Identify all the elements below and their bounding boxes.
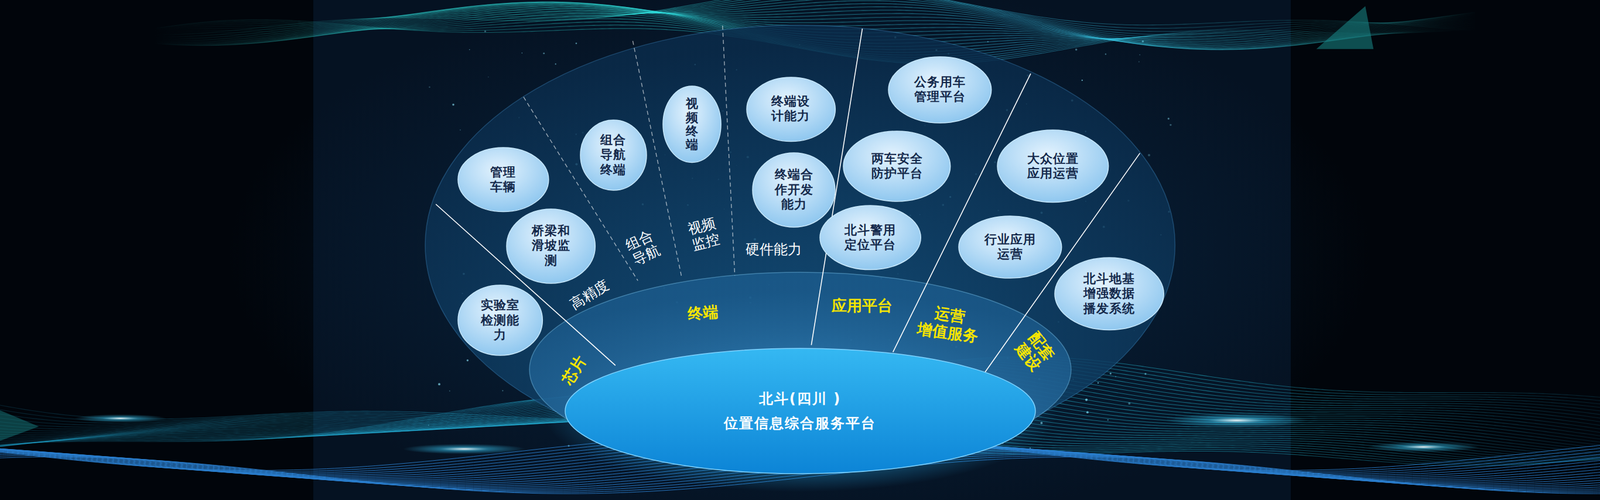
star-dot	[1105, 53, 1107, 55]
label-anchor: 视频 监控	[689, 218, 719, 251]
star-dot	[449, 390, 451, 392]
star-dot	[1075, 48, 1078, 51]
label-anchor: 芯片	[559, 361, 590, 380]
star-dot	[428, 86, 431, 89]
star-dot	[501, 390, 504, 392]
light-flare	[74, 414, 167, 423]
bubble-text: 实验室 检测能 力	[480, 298, 520, 343]
shape-ellipse	[819, 205, 921, 270]
bubble-text: 北斗地基 增强数据 播发系统	[1083, 271, 1135, 317]
dashed-divider	[722, 25, 735, 276]
star-dot	[1167, 117, 1170, 120]
shape-ellipse	[888, 56, 992, 123]
star-dot	[542, 52, 545, 55]
shape-ellipse	[746, 77, 836, 142]
bubble-text: 大众位置 应用运营	[1027, 151, 1079, 181]
star-dot	[1107, 419, 1109, 421]
bubble-text: 行业应用 运营	[984, 232, 1037, 262]
shape-ellipse	[506, 209, 596, 284]
item-bubble: 管理 车辆	[457, 146, 550, 213]
light-flare	[402, 443, 526, 454]
platform-title: 位置信息综合服务平台	[723, 411, 877, 436]
bubble-text: 终端设 计能力	[771, 94, 810, 124]
bubble-text: 视频终端	[685, 97, 699, 152]
shape-ellipse	[752, 152, 836, 228]
star-dot	[555, 63, 557, 65]
shape-ellipse	[457, 147, 549, 213]
star-dot	[469, 49, 471, 51]
shape-outline	[564, 347, 1037, 475]
platform-title: 北斗(四川 )	[759, 386, 841, 412]
sector-divider	[435, 204, 616, 366]
shape-ellipse	[662, 86, 721, 163]
star-dot	[487, 76, 490, 78]
sector-label: 硬件能力	[745, 241, 802, 259]
corner-wedge	[0, 410, 39, 441]
light-flare	[1165, 413, 1309, 428]
label-anchor: 终端	[687, 304, 719, 323]
bubble-text: 组合 导航 终端	[600, 132, 627, 178]
item-bubble: 桥梁和 滑坡监 测	[506, 208, 596, 285]
light-flare	[1367, 442, 1480, 453]
shape-ellipse	[843, 131, 951, 202]
star-dot	[1147, 154, 1151, 157]
label-anchor: 高精度	[568, 286, 611, 304]
bubble-text: 桥梁和 滑坡监 测	[531, 223, 571, 269]
item-bubble: 大众位置 应用运营	[996, 129, 1110, 203]
item-bubble: 终端合 作开发 能力	[751, 152, 836, 228]
shape-ellipse	[1054, 257, 1164, 330]
bubble-text: 公务用车 管理平台	[914, 74, 966, 105]
sector-label: 组合 导航	[623, 227, 663, 269]
star-dot	[1169, 124, 1172, 126]
item-bubble: 行业应用 运营	[958, 215, 1063, 279]
corner-wedge	[1316, 5, 1374, 49]
item-bubble: 视频终端	[662, 85, 722, 163]
shape-ellipse	[457, 285, 543, 356]
item-bubble: 北斗地基 增强数据 播发系统	[1054, 257, 1165, 331]
shape-ellipse	[565, 348, 1036, 474]
bubble-text: 两车安全 防护平台	[871, 151, 923, 181]
category-label: 运营 增值服务	[916, 302, 982, 347]
shape-ellipse	[997, 130, 1109, 203]
star-dot	[438, 383, 441, 386]
label-anchor: 运营 增值服务	[918, 306, 980, 343]
star-dot	[466, 359, 469, 362]
label-anchor: 应用平台	[831, 297, 893, 316]
star-dot	[1138, 60, 1140, 63]
star-dot	[1109, 372, 1112, 375]
shape-ellipse	[580, 120, 647, 191]
star-dot	[452, 103, 454, 107]
star-dot	[1097, 382, 1099, 384]
star-dot	[484, 30, 487, 33]
star-dot	[459, 129, 461, 131]
label-anchor: 硬件能力	[745, 241, 802, 259]
category-label: 终端	[686, 303, 719, 323]
star-dot	[1081, 79, 1083, 81]
bubble-text: 北斗警用 定位平台	[844, 223, 897, 253]
label-anchor: 组合 导航	[628, 231, 658, 265]
platform-ellipse: 北斗(四川 )位置信息综合服务平台	[564, 347, 1037, 475]
category-label: 应用平台	[831, 297, 893, 316]
item-bubble: 公务用车 管理平台	[887, 56, 993, 124]
item-bubble: 组合 导航 终端	[579, 119, 648, 191]
star-dot	[521, 52, 523, 54]
bubble-text: 管理 车辆	[490, 165, 516, 195]
item-bubble: 两车安全 防护平台	[842, 130, 952, 203]
shape-ellipse	[425, 25, 1175, 466]
bubble-text: 终端合 作开发 能力	[774, 167, 814, 213]
item-bubble: 实验室 检测能 力	[457, 284, 543, 357]
shape-ellipse	[958, 216, 1062, 279]
star-dot	[575, 42, 578, 45]
item-bubble: 北斗警用 定位平台	[819, 204, 922, 271]
star-dot	[1139, 54, 1141, 56]
sector-label: 视频 监控	[686, 215, 722, 254]
item-bubble: 终端设 计能力	[746, 76, 836, 143]
label-anchor: 配套 建设	[1019, 334, 1051, 370]
